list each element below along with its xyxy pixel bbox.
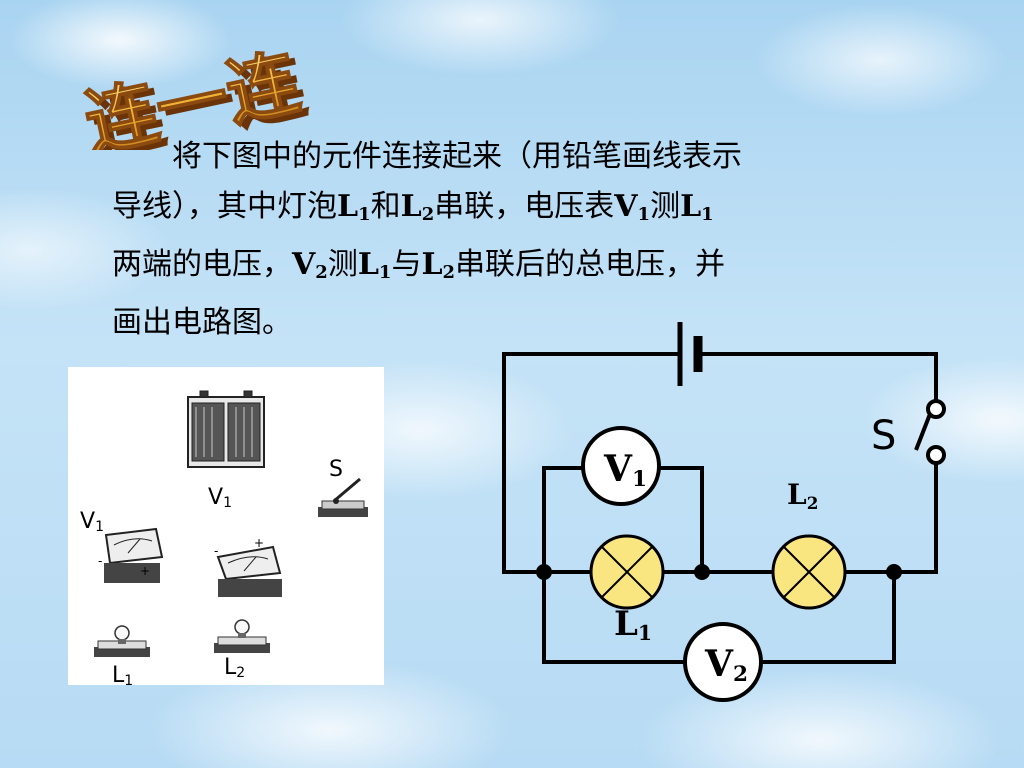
components-panel: - + - + S V1 V1 L1 L2	[68, 367, 384, 689]
paragraph-line-4: 画出电路图。	[112, 305, 292, 340]
lamp-l2-icon	[214, 619, 270, 653]
circuit-switch-label: S	[871, 413, 897, 459]
circuit-l2-label: L2	[787, 478, 819, 513]
title-banner: 连一连 连一连	[60, 20, 380, 171]
circuit-diagram	[490, 310, 1010, 710]
voltmeter-v2-symbol	[683, 622, 763, 702]
voltmeter-v1-symbol	[581, 426, 661, 506]
circuit-svg	[502, 322, 946, 702]
circuit-v1-label: V1	[604, 448, 647, 492]
voltmeter-left-icon: - +	[98, 527, 164, 583]
battery-icon	[187, 390, 265, 468]
panel-v1-left-label: V1	[80, 509, 104, 535]
instruction-paragraph: 将下图中的元件连接起来（用铅笔画线表示 导线），其中灯泡L1和L2串联，电压表V…	[112, 132, 922, 348]
panel-switch-label: S	[329, 457, 343, 482]
svg-text:+: +	[254, 536, 264, 550]
switch-symbol	[914, 399, 946, 465]
circuit-l1-label: L1	[614, 604, 653, 645]
circuit-v2-label: V2	[705, 643, 748, 687]
junction-dot-left	[536, 564, 552, 580]
paragraph-line-1: 将下图中的元件连接起来（用铅笔画线表示	[172, 139, 742, 174]
junction-dot-right	[886, 564, 902, 580]
panel-l2-label: L2	[224, 655, 246, 681]
panel-v1-right-label: V1	[208, 485, 232, 511]
junction-dot-mid	[694, 564, 710, 580]
lamp-l1-symbol	[589, 534, 665, 610]
lamp-l2-symbol	[771, 534, 847, 610]
paragraph-line-2: 导线），其中灯泡L1和L2串联，电压表V1测L1	[112, 189, 714, 225]
svg-text:-: -	[98, 554, 102, 568]
battery-symbol	[677, 322, 703, 386]
voltmeter-right-icon: - +	[214, 536, 282, 597]
switch-icon	[318, 477, 368, 517]
lamp-l1-icon	[94, 625, 150, 657]
panel-l1-label: L1	[112, 663, 134, 689]
components-illustration: - + - +	[94, 390, 368, 657]
svg-text:-: -	[214, 544, 218, 558]
svg-text:+: +	[140, 564, 150, 578]
paragraph-line-3: 两端的电压，V2测L1与L2串联后的总电压，并	[112, 247, 726, 283]
